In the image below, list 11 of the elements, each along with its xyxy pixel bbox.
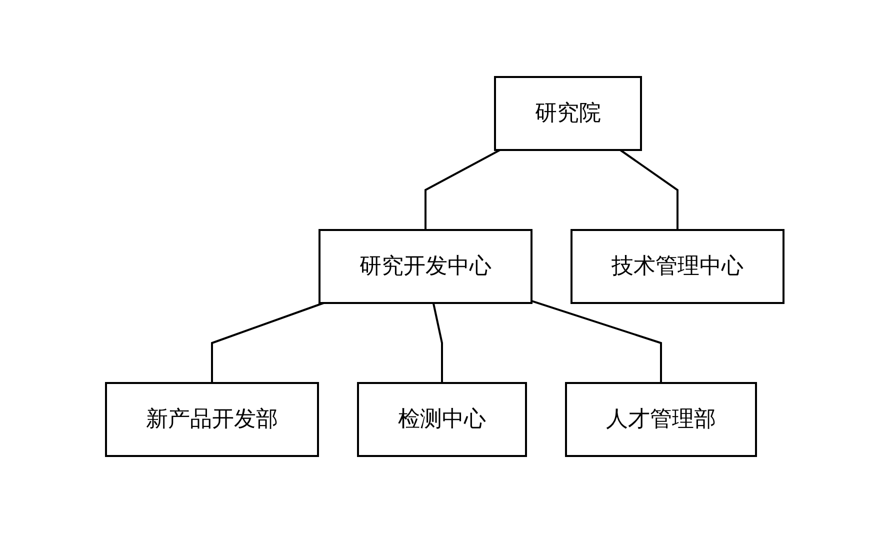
connector: [211, 302, 324, 383]
node-box: [357, 382, 528, 457]
connector: [432, 302, 444, 383]
connector: [531, 300, 662, 383]
node-box: [570, 229, 785, 304]
node-box: [105, 382, 320, 457]
node-box: [565, 382, 758, 457]
connector: [424, 149, 501, 230]
node-box: [318, 229, 533, 304]
connector: [620, 149, 679, 230]
node-box: [494, 76, 642, 151]
